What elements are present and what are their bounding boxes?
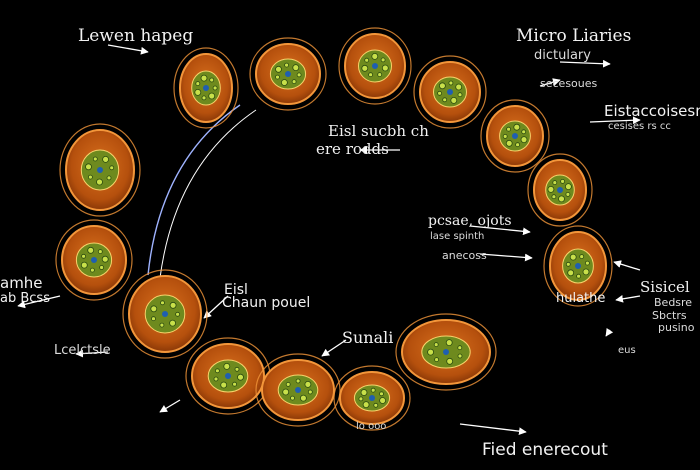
label-right-upper-sub: cesises rs cc [608,121,671,132]
cell-7 [543,225,613,307]
label-center-upper-1: Eisl sucbh ch [328,122,429,140]
cell-10 [122,269,208,359]
label-center-mid-1: pcsae, ojots [428,213,512,229]
cell-3 [338,27,412,105]
cell-8 [59,123,141,217]
cell-11 [185,337,271,415]
cell-12 [255,353,341,427]
pointer-arrow-1 [107,44,149,55]
label-left-mid-2: ab Bcss [0,291,50,306]
ring-line-1 [147,104,241,276]
label-center-upper-2: ere rodds [316,140,389,158]
label-right-cell-sub: eus [618,345,636,356]
cell-5 [480,99,550,173]
pointer-arrow-6 [469,225,531,236]
label-right-lower-title: Sisicel [640,278,690,296]
label-right-lower-2: Bedsre [654,296,693,309]
pointer-arrow-15 [459,423,527,436]
cell-1 [173,47,239,129]
label-center-mid-2: lase spinth [430,231,485,242]
pointer-arrow-4 [589,116,641,125]
cell-14 [395,313,497,391]
label-top-left: Lewen hapeg [78,26,194,46]
cell-2 [249,37,327,111]
label-left-mid-1: amhe [0,274,43,292]
label-bottom-dots: lo ooo [356,421,387,432]
label-right-cell: hulathe [556,291,606,306]
cell-13 [333,365,411,431]
pointer-arrow-7 [479,253,533,262]
pointer-arrow-2 [559,59,611,68]
cell-4 [413,55,487,129]
label-center-mid-3: anecoss [442,249,487,262]
pointer-arrow-14 [321,339,347,357]
label-right-lower-3: Sbctrs [652,309,687,322]
label-right-upper-title: Eistaccoisesm [604,102,700,120]
cell-6 [527,153,593,227]
label-top-right-sub: dictulary [534,48,591,63]
pointer-arrow-8 [613,260,641,271]
label-center-bottom: Sunali [342,328,394,347]
label-right-lower-4: pusino [658,321,695,334]
pointer-arrow-10 [605,327,614,337]
pointer-arrow-9 [615,294,641,303]
pointer-arrow-11 [17,295,61,309]
label-center-lower-2: Chaun pouel [222,295,311,311]
label-top-right-title: Micro Liaries [516,26,632,46]
label-top-right-sub2: secesoues [540,77,598,90]
ring-line-2 [159,109,257,279]
pointer-arrow-13 [203,295,229,319]
label-center-lower-1: Eisl [224,282,248,298]
label-bottom-right: Fied enerecout [482,440,608,460]
cell-9 [55,219,133,301]
pointer-arrow-12 [75,349,109,358]
label-left-lower: Lcelctsle [54,343,111,358]
pointer-arrow-16 [159,399,181,413]
pointer-arrow-3 [539,78,561,87]
